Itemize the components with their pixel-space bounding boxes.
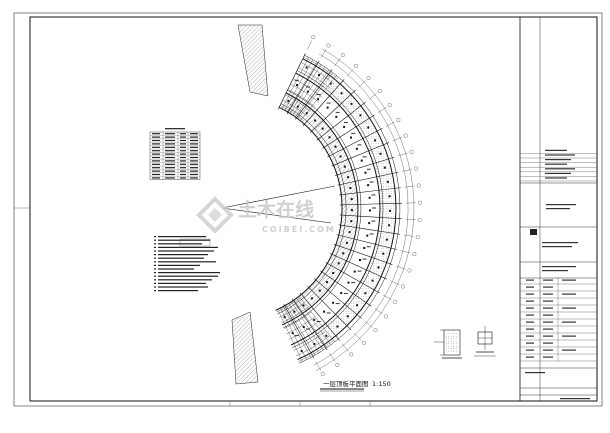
outer-frame [13, 12, 603, 407]
leader-lines [221, 185, 336, 224]
curved-floor-plan [231, 24, 422, 385]
title-block [519, 17, 597, 401]
schedule-table [149, 128, 201, 180]
detail-sketches [434, 326, 496, 359]
diamond-logo-icon [196, 196, 234, 234]
drawing-title-group: 一层顶板平面图 1:150 [320, 379, 391, 392]
notes-block [154, 236, 220, 292]
inner-frame [29, 16, 598, 402]
watermark-en: COIBEI.COM [262, 225, 336, 234]
watermark-cn: 土木在线 [238, 198, 314, 221]
watermark: 土木在线 COIBEI.COM [196, 196, 336, 234]
drawing-title: 一层顶板平面图 [323, 379, 369, 388]
drawing-scale: 1:150 [372, 380, 391, 388]
